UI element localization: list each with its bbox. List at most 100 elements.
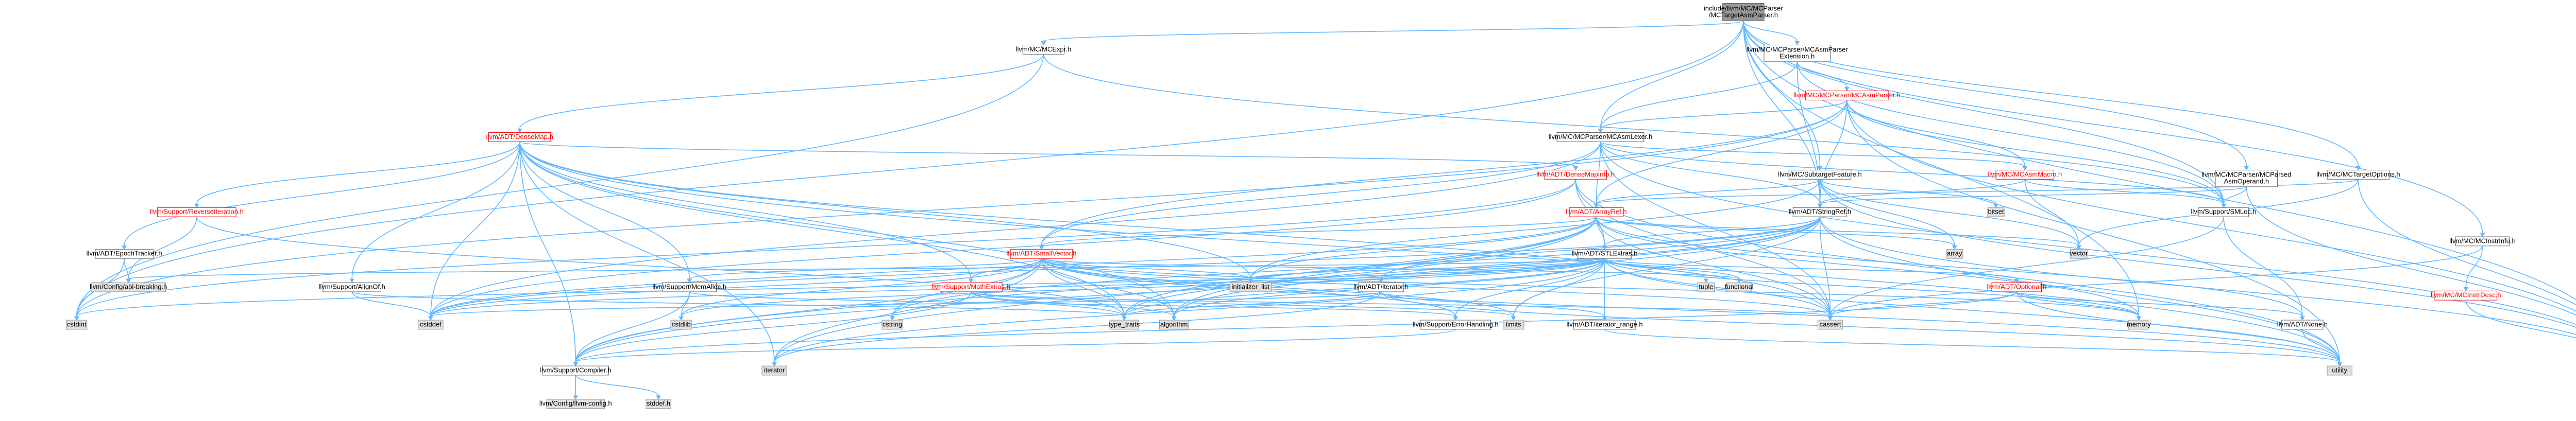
edge-stringref-to-iterator — [1380, 216, 1821, 279]
edge-arrayref-to-initlist — [1250, 217, 1597, 279]
edge-smloc-to-cassert — [1829, 217, 2224, 317]
node-label: llvm/MC/MCTargetOptions.h — [2316, 170, 2400, 178]
node-stlextras[interactable]: llvm/ADT/STLExtras.h — [1572, 249, 1638, 259]
node-label: llvm/ADT/None.h — [2277, 320, 2328, 328]
edge-arrowhead-iterator-to-iteratorstd — [772, 362, 777, 367]
edge-stringref-to-stlextras — [1604, 216, 1821, 246]
edge-stringref-to-utility — [1819, 217, 2340, 363]
node-label: memory — [2127, 320, 2151, 328]
edge-arrowhead-mathextras-to-algorithm — [1171, 316, 1177, 321]
node-box — [1991, 282, 2042, 292]
node-epoch[interactable]: llvm/ADT/EpochTracker.h — [87, 249, 162, 259]
node-mcasmmacro[interactable]: llvm/MC/MCAsmMacro.h — [1988, 169, 2062, 180]
edge-asmparser-to-smloc — [1846, 100, 2224, 204]
edge-asmparserext-to-stringref — [1797, 61, 1821, 204]
node-densemapinfo[interactable]: llvm/ADT/DenseMapInfo.h — [1536, 169, 1615, 180]
edge-asmlexer-to-string — [1600, 142, 2576, 325]
edge-root-to-cstdint — [76, 21, 1744, 317]
edge-densemap-to-cassert — [519, 142, 1831, 317]
edge-arrowhead-compiler-to-llvmconfig — [573, 395, 579, 400]
edge-densemap-to-initlist — [519, 142, 1251, 279]
node-box — [1022, 44, 1065, 55]
node-smloc[interactable]: llvm/Support/SMLoc.h — [2191, 207, 2257, 217]
node-targetopts[interactable]: llvm/MC/MCTargetOptions.h — [2316, 169, 2400, 180]
edge-errhandling-to-compiler — [575, 329, 1456, 363]
edge-densemapinfo-to-cstdint — [76, 179, 1577, 317]
node-box — [157, 207, 236, 217]
edge-mcexpr-to-smloc — [1043, 54, 2224, 204]
edge-smallvector-to-functional — [1041, 258, 1740, 279]
node-smallvector[interactable]: llvm/ADT/SmallVector.h — [1007, 249, 1077, 259]
node-mathextras[interactable]: llvm/Support/MathExtras.h — [932, 282, 1010, 292]
node-label: type_traits — [1109, 320, 1140, 328]
node-label: cstring — [883, 320, 902, 328]
edge-asmparser-to-utility — [1846, 100, 2340, 363]
node-mcinstinfo[interactable]: llvm/MC/MCInstrInfo.h — [2449, 236, 2516, 247]
node-box — [2281, 320, 2324, 330]
edge-arrowhead-optional-to-none — [2299, 316, 2305, 321]
node-box — [1556, 132, 1645, 142]
node-box — [2070, 249, 2088, 259]
node-revit[interactable]: llvm/Support/ReverseIteration.h — [150, 207, 244, 217]
node-box — [1788, 169, 1852, 180]
edge-densemap-to-memalloc — [519, 142, 690, 279]
node-box — [1159, 320, 1189, 330]
edge-stlextras-to-iterator — [1380, 258, 1605, 279]
edge-arrowhead-densemap-to-alignof — [349, 278, 355, 284]
edge-arrowhead-mcexpr-to-densemap — [517, 129, 522, 133]
edge-optional-to-utility — [2016, 291, 2340, 363]
node-label: llvm/MC/MCParser/MCAsmParser.h — [1793, 91, 1900, 99]
node-alignof[interactable]: llvm/Support/AlignOf.h — [319, 282, 385, 292]
edge-targetopts-to-string — [2358, 179, 2576, 306]
node-label: llvm/Config/llvm-config.h — [539, 399, 612, 407]
edge-densemap-to-densemapinfo — [519, 141, 1577, 167]
node-densemap[interactable]: llvm/ADT/DenseMap.h — [486, 132, 553, 142]
node-mcinstdesc[interactable]: llvm/MC/MCInstrDesc.h — [2431, 290, 2501, 301]
edge-arrayref-to-cassert — [1596, 217, 1831, 317]
edge-mathextras-to-compiler — [575, 291, 972, 363]
edge-smallvector-to-utility — [1041, 258, 2340, 363]
node-box — [670, 320, 692, 330]
node-asmlexer[interactable]: llvm/MC/MCParser/MCAsmLexer.h — [1549, 132, 1653, 142]
node-arrayref[interactable]: llvm/ADT/ArrayRef.h — [1566, 207, 1627, 217]
node-label: array — [1947, 250, 1962, 257]
node-mcexpr[interactable]: llvm/MC/MCExpr.h — [1016, 44, 1072, 55]
node-stringref[interactable]: llvm/ADT/StringRef.h — [1789, 207, 1851, 217]
edge-smallvector-to-cstddef — [430, 258, 1042, 317]
dependency-nodes: include/llvm/MC/MCParser/MCTargetAsmPars… — [66, 3, 2516, 409]
node-optional[interactable]: llvm/ADT/Optional.h — [1987, 282, 2046, 292]
node-label: llvm/ADT/Optional.h — [1987, 283, 2046, 290]
node-iterator[interactable]: llvm/ADT/iterator.h — [1353, 282, 1409, 292]
node-label: llvm/Config/abi-breaking.h — [90, 283, 167, 290]
edge-asmlexer-to-cstddef — [430, 142, 1601, 317]
edge-root-to-string — [1742, 21, 2576, 301]
node-initlist: initializer_list — [1229, 282, 1272, 292]
edge-densemap-to-cstddef — [430, 142, 520, 317]
edge-arrowhead-errhandling-to-compiler — [573, 362, 579, 367]
node-memory: memory — [2127, 320, 2151, 330]
edge-root-to-mcexpr — [1043, 20, 1744, 42]
edge-optional-to-cassert — [1829, 291, 2018, 317]
node-asmparser[interactable]: llvm/MC/MCParser/MCAsmParser.h — [1793, 91, 1900, 100]
node-compiler[interactable]: llvm/Support/Compiler.h — [540, 365, 611, 376]
node-label: llvm/MC/MCExpr.h — [1016, 45, 1072, 53]
node-memalloc[interactable]: llvm/Support/MemAlloc.h — [652, 282, 726, 292]
node-root[interactable]: include/llvm/MC/MCParser/MCTargetAsmPars… — [1704, 3, 1784, 21]
node-errhandling[interactable]: llvm/Support/ErrorHandling.h — [1413, 320, 1499, 330]
edge-arrowhead-stlextras-to-cstdint — [74, 316, 79, 321]
node-label: llvm/ADT/DenseMap.h — [486, 133, 553, 141]
edge-arrowhead-subtarget-to-bitset — [1993, 203, 1998, 208]
node-box — [1764, 44, 1831, 62]
node-itrange[interactable]: llvm/ADT/iterator_range.h — [1566, 320, 1643, 330]
node-none[interactable]: llvm/ADT/None.h — [2277, 320, 2328, 330]
node-label: functional — [1725, 283, 1754, 290]
edge-asmparser-to-stringref — [1819, 100, 1848, 204]
edge-smallvector-to-typetraits — [1041, 258, 1125, 317]
edge-arrowhead-optional-to-cassert — [1827, 316, 1833, 321]
node-subtarget[interactable]: llvm/MC/SubtargetFeature.h — [1778, 169, 1862, 180]
edge-arrowhead-asmparser-to-asmlexer — [1598, 129, 1603, 133]
node-box — [940, 282, 1003, 292]
edge-stlextras-to-errhandling — [1455, 258, 1605, 317]
